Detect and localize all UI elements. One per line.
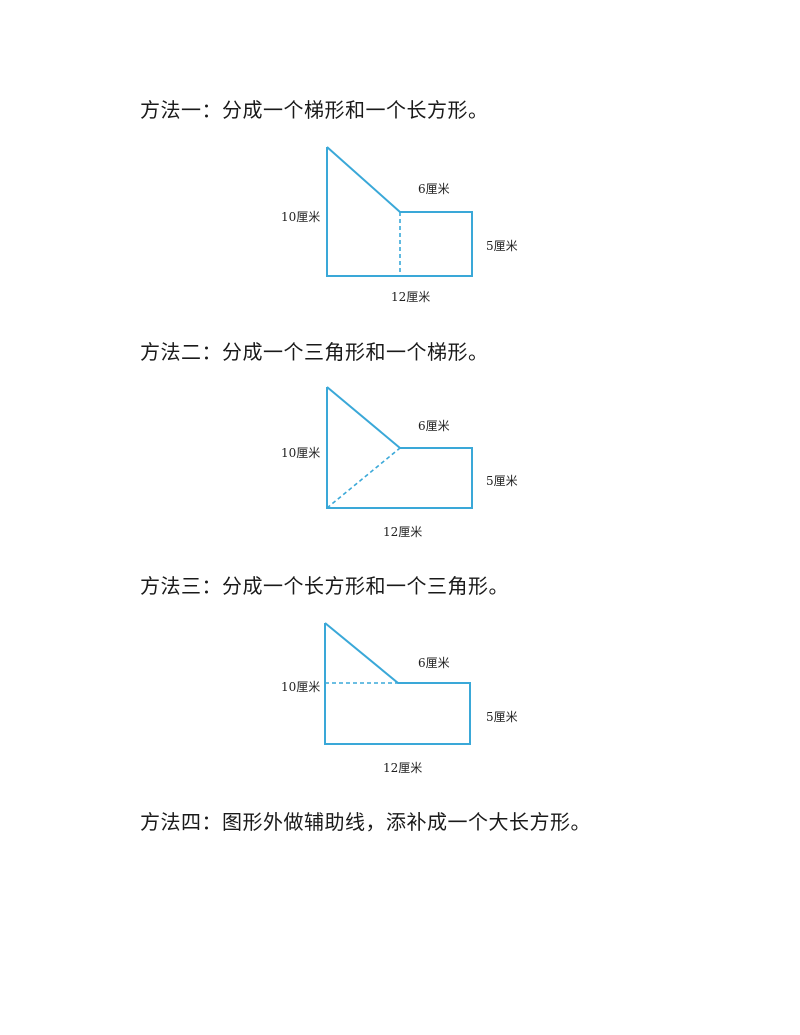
figure-method-2: 10厘米 6厘米 5厘米 12厘米 [0,380,800,550]
label-top-step: 6厘米 [418,656,450,670]
figure-method-1: 10厘米 6厘米 5厘米 12厘米 [0,140,800,310]
diagonal-dashed-divider [326,447,401,509]
label-right-height: 5厘米 [486,710,518,724]
figure-method-2-drawing [326,386,473,509]
label-bottom-width: 12厘米 [383,761,423,775]
label-left-height: 10厘米 [281,680,321,694]
label-top-step: 6厘米 [418,419,450,433]
label-top-step: 6厘米 [418,182,450,196]
composite-shape-outline [326,146,473,277]
method-4-heading: 方法四：图形外做辅助线，添补成一个大长方形。 [140,810,591,834]
label-right-height: 5厘米 [486,239,518,253]
method-2-heading: 方法二：分成一个三角形和一个梯形。 [140,340,489,364]
label-bottom-width: 12厘米 [391,290,431,304]
label-right-height: 5厘米 [486,474,518,488]
composite-shape-outline [324,622,471,745]
figure-method-1-drawing [326,146,473,277]
label-bottom-width: 12厘米 [383,525,423,539]
figure-method-3: 10厘米 6厘米 5厘米 12厘米 [0,616,800,786]
label-left-height: 10厘米 [281,210,321,224]
label-left-height: 10厘米 [281,446,321,460]
method-1-heading: 方法一：分成一个梯形和一个长方形。 [140,98,489,122]
composite-shape-outline [326,386,473,509]
method-3-heading: 方法三：分成一个长方形和一个三角形。 [140,574,509,598]
figure-method-3-drawing [324,622,471,745]
